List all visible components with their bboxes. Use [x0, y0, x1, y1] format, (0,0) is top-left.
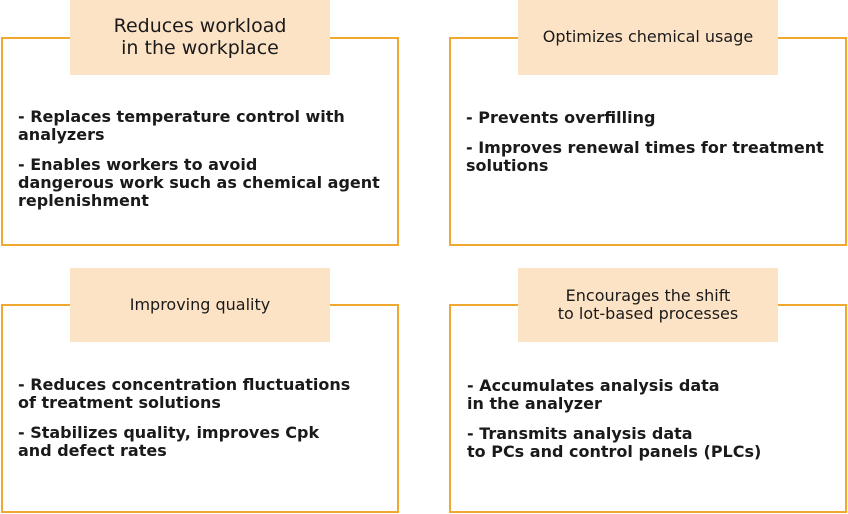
card-items-reduces-workload: - Replaces temperature control with anal…	[18, 108, 393, 222]
card-items-optimizes-chemical: - Prevents overfilling - Improves renewa…	[466, 109, 841, 187]
list-item: - Stabilizes quality, improves Cpk and d…	[18, 423, 320, 460]
list-item: - Replaces temperature control with anal…	[18, 107, 345, 144]
card-title-improving-quality: Improving quality	[70, 268, 330, 342]
card-items-lot-based: - Accumulates analysis data in the analy…	[467, 377, 842, 473]
card-title-reduces-workload: Reduces workload in the workplace	[70, 0, 330, 75]
list-item: - Transmits analysis data to PCs and con…	[467, 424, 762, 461]
list-item: - Prevents overfilling	[466, 108, 656, 127]
list-item: - Accumulates analysis data in the analy…	[467, 376, 720, 413]
card-title-lot-based: Encourages the shift to lot-based proces…	[518, 268, 778, 342]
card-title-optimizes-chemical: Optimizes chemical usage	[518, 0, 778, 75]
list-item: - Enables workers to avoid dangerous wor…	[18, 155, 380, 210]
list-item: - Improves renewal times for treatment s…	[466, 138, 824, 175]
list-item: - Reduces concentration fluctuations of …	[18, 375, 351, 412]
card-items-improving-quality: - Reduces concentration fluctuations of …	[18, 376, 393, 472]
